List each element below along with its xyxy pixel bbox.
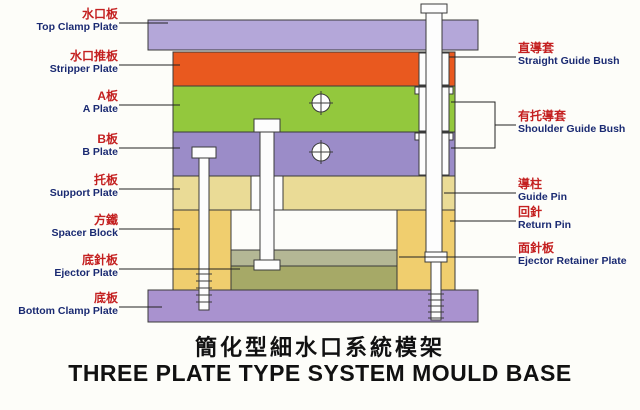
mould-cross-section-diagram — [119, 3, 516, 323]
left-return-pin-shaft — [198, 157, 210, 311]
label-bottom-clamp-plate-en: Bottom Clamp Plate — [18, 305, 118, 317]
label-ejector-plate: 底針板 Ejector Plate — [0, 254, 118, 280]
guide-pin-cap — [420, 3, 448, 14]
plate-support — [172, 175, 456, 211]
label-straight-guide-bush-en: Straight Guide Bush — [518, 55, 620, 67]
label-a-plate-en: A Plate — [82, 103, 118, 115]
label-ejector-retainer-plate-cn: 面針板 — [518, 241, 555, 255]
label-ejector-plate-en: Ejector Plate — [54, 267, 118, 279]
label-ejector-retainer-plate: 面針板 Ejector Retainer Plate — [518, 242, 627, 268]
label-return-pin-cn: 回針 — [518, 205, 543, 219]
stop-pin-threads — [428, 293, 444, 319]
label-support-plate-en: Support Plate — [49, 187, 118, 199]
guide-pin-assembly — [414, 3, 454, 253]
label-top-clamp-plate-cn: 水口板 — [81, 7, 118, 21]
label-spacer-block-en: Spacer Block — [51, 227, 118, 239]
stop-pin-shaft — [430, 261, 442, 321]
label-a-plate-cn: A板 — [97, 89, 118, 103]
left-return-pin-head — [191, 146, 217, 159]
puller-pin-foot — [253, 259, 281, 271]
left-return-pin — [191, 146, 217, 311]
label-shoulder-guide-bush: 有托導套 Shoulder Guide Bush — [518, 110, 625, 136]
label-straight-guide-bush-cn: 直導套 — [518, 41, 555, 55]
label-return-pin: 回針 Return Pin — [518, 206, 571, 232]
label-b-plate-cn: B板 — [97, 132, 118, 146]
label-guide-pin: 導柱 Guide Pin — [518, 178, 567, 204]
label-guide-pin-en: Guide Pin — [518, 191, 568, 203]
puller-pin-shaft — [259, 131, 275, 263]
leader-shoulder-guide-bush-bracket — [451, 101, 496, 149]
label-b-plate: B板 B Plate — [0, 133, 118, 159]
label-top-clamp-plate-en: Top Clamp Plate — [36, 21, 118, 33]
diagram-title-english: THREE PLATE TYPE SYSTEM MOULD BASE — [68, 360, 572, 386]
label-support-plate-cn: 托板 — [93, 173, 118, 187]
diagram-title-chinese: 簡化型細水口系統模架 — [194, 336, 445, 361]
label-shoulder-guide-bush-cn: 有托導套 — [518, 109, 567, 123]
label-ejector-plate-cn: 底針板 — [81, 253, 118, 267]
label-stripper-plate-en: Stripper Plate — [49, 63, 118, 75]
label-top-clamp-plate: 水口板 Top Clamp Plate — [0, 8, 118, 34]
leader-lines — [119, 22, 516, 308]
label-support-plate: 托板 Support Plate — [0, 174, 118, 200]
label-b-plate-en: B Plate — [82, 146, 118, 158]
screw-symbol-upper — [309, 91, 333, 115]
label-a-plate: A板 A Plate — [0, 90, 118, 116]
label-shoulder-guide-bush-en: Shoulder Guide Bush — [518, 123, 626, 135]
puller-pin — [250, 118, 284, 271]
label-spacer-block: 方鐵 Spacer Block — [0, 214, 118, 240]
label-stripper-plate-cn: 水口推板 — [69, 49, 118, 63]
label-stripper-plate: 水口推板 Stripper Plate — [0, 50, 118, 76]
screw-symbol-lower — [309, 140, 333, 164]
label-bottom-clamp-plate: 底板 Bottom Clamp Plate — [0, 292, 118, 318]
label-spacer-block-cn: 方鐵 — [93, 213, 118, 227]
puller-pin-head — [253, 118, 281, 133]
plate-stripper — [172, 51, 456, 87]
label-straight-guide-bush: 直導套 Straight Guide Bush — [518, 42, 620, 68]
left-return-pin-threads — [196, 273, 212, 303]
label-guide-pin-cn: 導柱 — [518, 177, 543, 191]
label-bottom-clamp-plate-cn: 底板 — [93, 291, 118, 305]
label-return-pin-en: Return Pin — [518, 219, 572, 231]
label-ejector-retainer-plate-en: Ejector Retainer Plate — [518, 255, 627, 267]
plate-top-clamp — [147, 19, 479, 51]
guide-pin-shaft — [425, 12, 443, 253]
